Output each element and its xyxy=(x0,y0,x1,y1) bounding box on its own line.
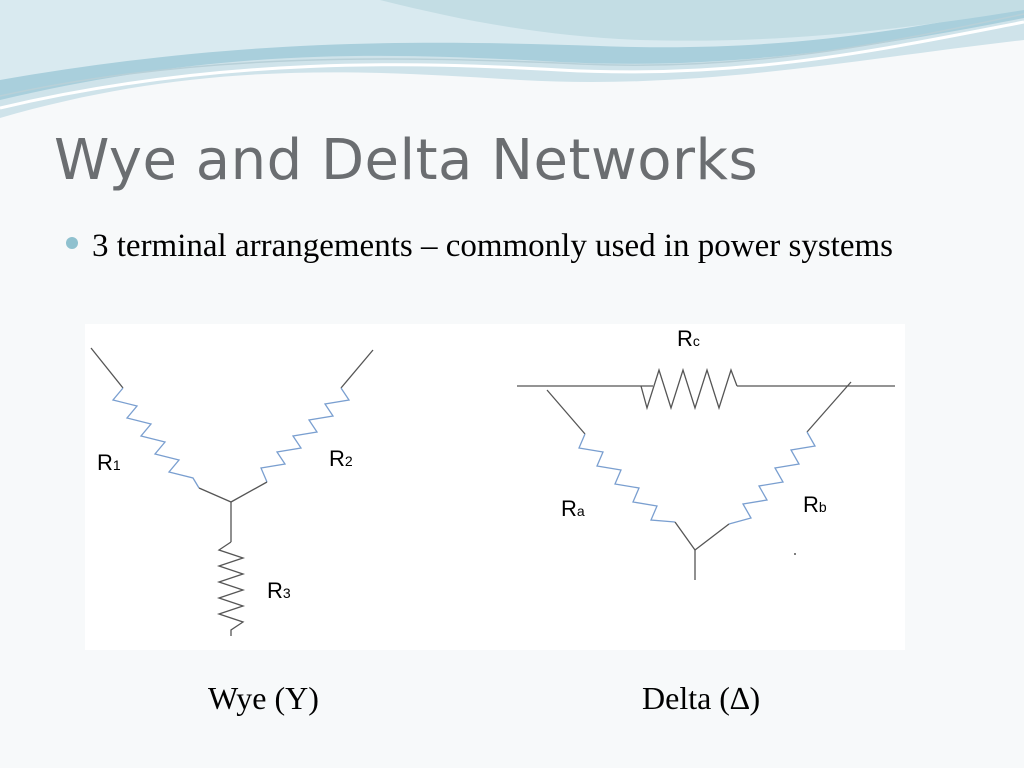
wye-resistor-r2 xyxy=(260,387,351,483)
wye-network xyxy=(90,347,374,636)
delta-wire-rb-top xyxy=(806,381,852,433)
delta-resistor-rc xyxy=(640,367,738,411)
delta-resistor-ra xyxy=(578,433,676,523)
label-rb: Rb xyxy=(803,492,827,517)
caption-wye: Wye (Y) xyxy=(208,680,319,716)
label-r1: R1 xyxy=(97,450,121,475)
diagram-panel: R1 R2 R3 Rc Ra Rb xyxy=(85,324,905,650)
label-rc-base: R xyxy=(677,326,693,351)
wye-wire-r1-center xyxy=(198,487,232,503)
stray-dot xyxy=(794,553,796,555)
label-r3-base: R xyxy=(267,578,283,603)
slide-title: Wye and Delta Networks xyxy=(54,128,759,193)
wye-wire-r1-top xyxy=(90,347,124,389)
delta-wire-ra-bottom xyxy=(674,521,696,551)
label-r1-sub: 1 xyxy=(113,457,121,473)
label-r1-base: R xyxy=(97,450,113,475)
bullet-text: 3 terminal arrangements – commonly used … xyxy=(92,228,893,264)
circuit-diagram: R1 R2 R3 Rc Ra Rb xyxy=(90,326,895,636)
header-wave-banner xyxy=(0,0,1024,118)
delta-wire-rb-bottom xyxy=(694,523,730,551)
delta-network xyxy=(517,367,895,580)
delta-wire-ra-top xyxy=(546,389,586,435)
delta-resistor-rb xyxy=(728,431,817,525)
wye-wire-r2-center xyxy=(230,481,268,503)
label-rc: Rc xyxy=(677,326,700,351)
label-r2: R2 xyxy=(329,446,353,471)
label-ra: Ra xyxy=(561,496,585,521)
wye-wire-r2-top xyxy=(340,349,374,389)
label-ra-base: R xyxy=(561,496,577,521)
label-r3: R3 xyxy=(267,578,291,603)
label-r2-base: R xyxy=(329,446,345,471)
label-rb-base: R xyxy=(803,492,819,517)
label-r2-sub: 2 xyxy=(345,453,353,469)
caption-delta: Delta (∆) xyxy=(642,680,761,716)
label-rc-sub: c xyxy=(693,333,700,349)
label-rb-sub: b xyxy=(819,499,827,515)
wye-resistor-r1 xyxy=(111,387,200,489)
wye-resistor-r3 xyxy=(216,541,246,636)
label-r3-sub: 3 xyxy=(283,585,291,601)
label-ra-sub: a xyxy=(577,503,585,519)
bullet-dot xyxy=(66,237,78,249)
